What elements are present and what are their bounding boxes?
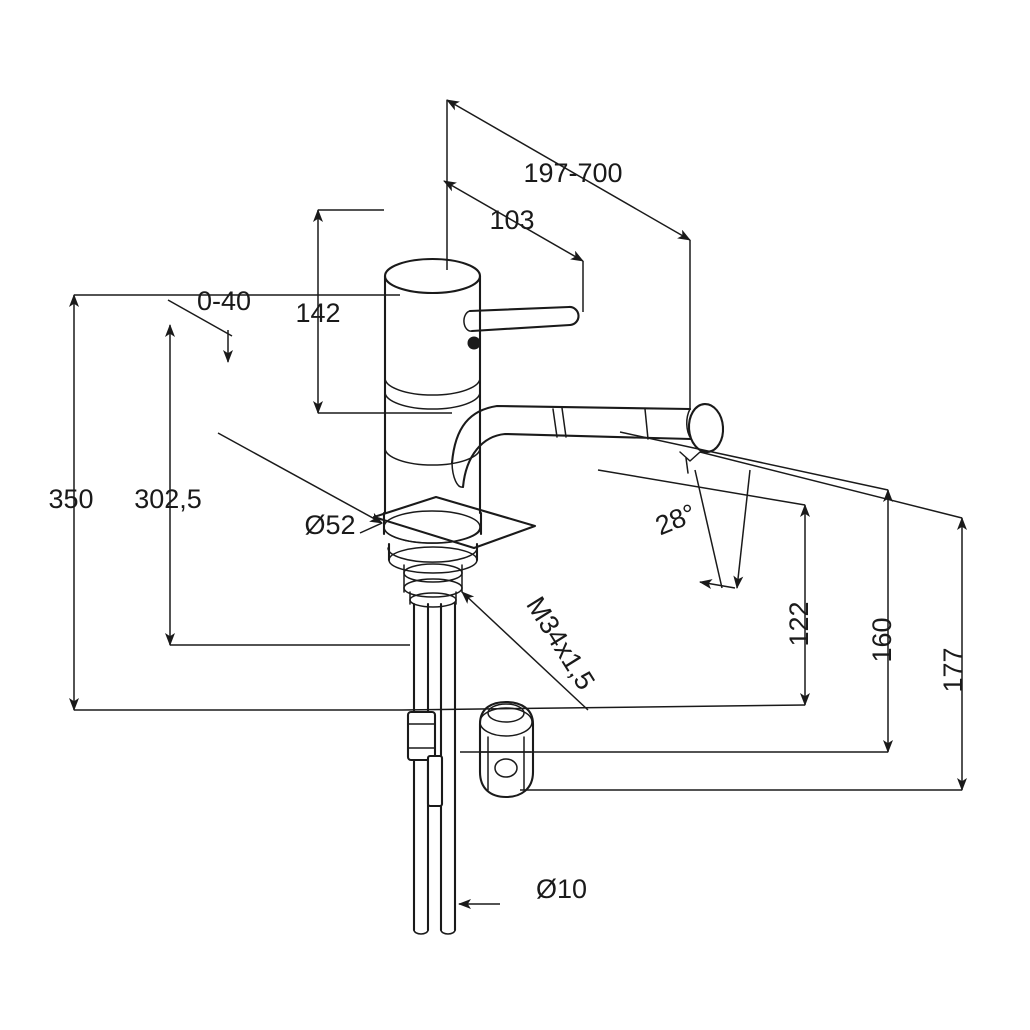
dimension-label-projection-177: 177 bbox=[938, 647, 968, 692]
dimension-label-swivel-angle: 28° bbox=[651, 498, 700, 541]
dimension-label-lever-travel: 0-40 bbox=[197, 286, 251, 316]
dimension-label-base-diameter: Ø52 bbox=[304, 510, 355, 540]
dimension-label-lever-offset: 103 bbox=[489, 205, 534, 235]
faucet-body-geometry bbox=[372, 257, 725, 935]
dimension-label-total-height: 350 bbox=[48, 484, 93, 514]
dimension-label-reach-range: 197-700 bbox=[523, 158, 622, 188]
dimension-label-spout-height: 142 bbox=[295, 298, 340, 328]
dimension-label-height-to-spout: 302,5 bbox=[134, 484, 202, 514]
dimension-label-projection-160: 160 bbox=[867, 617, 897, 662]
dimension-label-hose-diameter: Ø10 bbox=[536, 874, 587, 904]
dimension-lines bbox=[69, 99, 967, 909]
dimension-label-thread-size: M34x1,5 bbox=[520, 591, 600, 695]
dimension-label-projection-122: 122 bbox=[784, 601, 814, 646]
